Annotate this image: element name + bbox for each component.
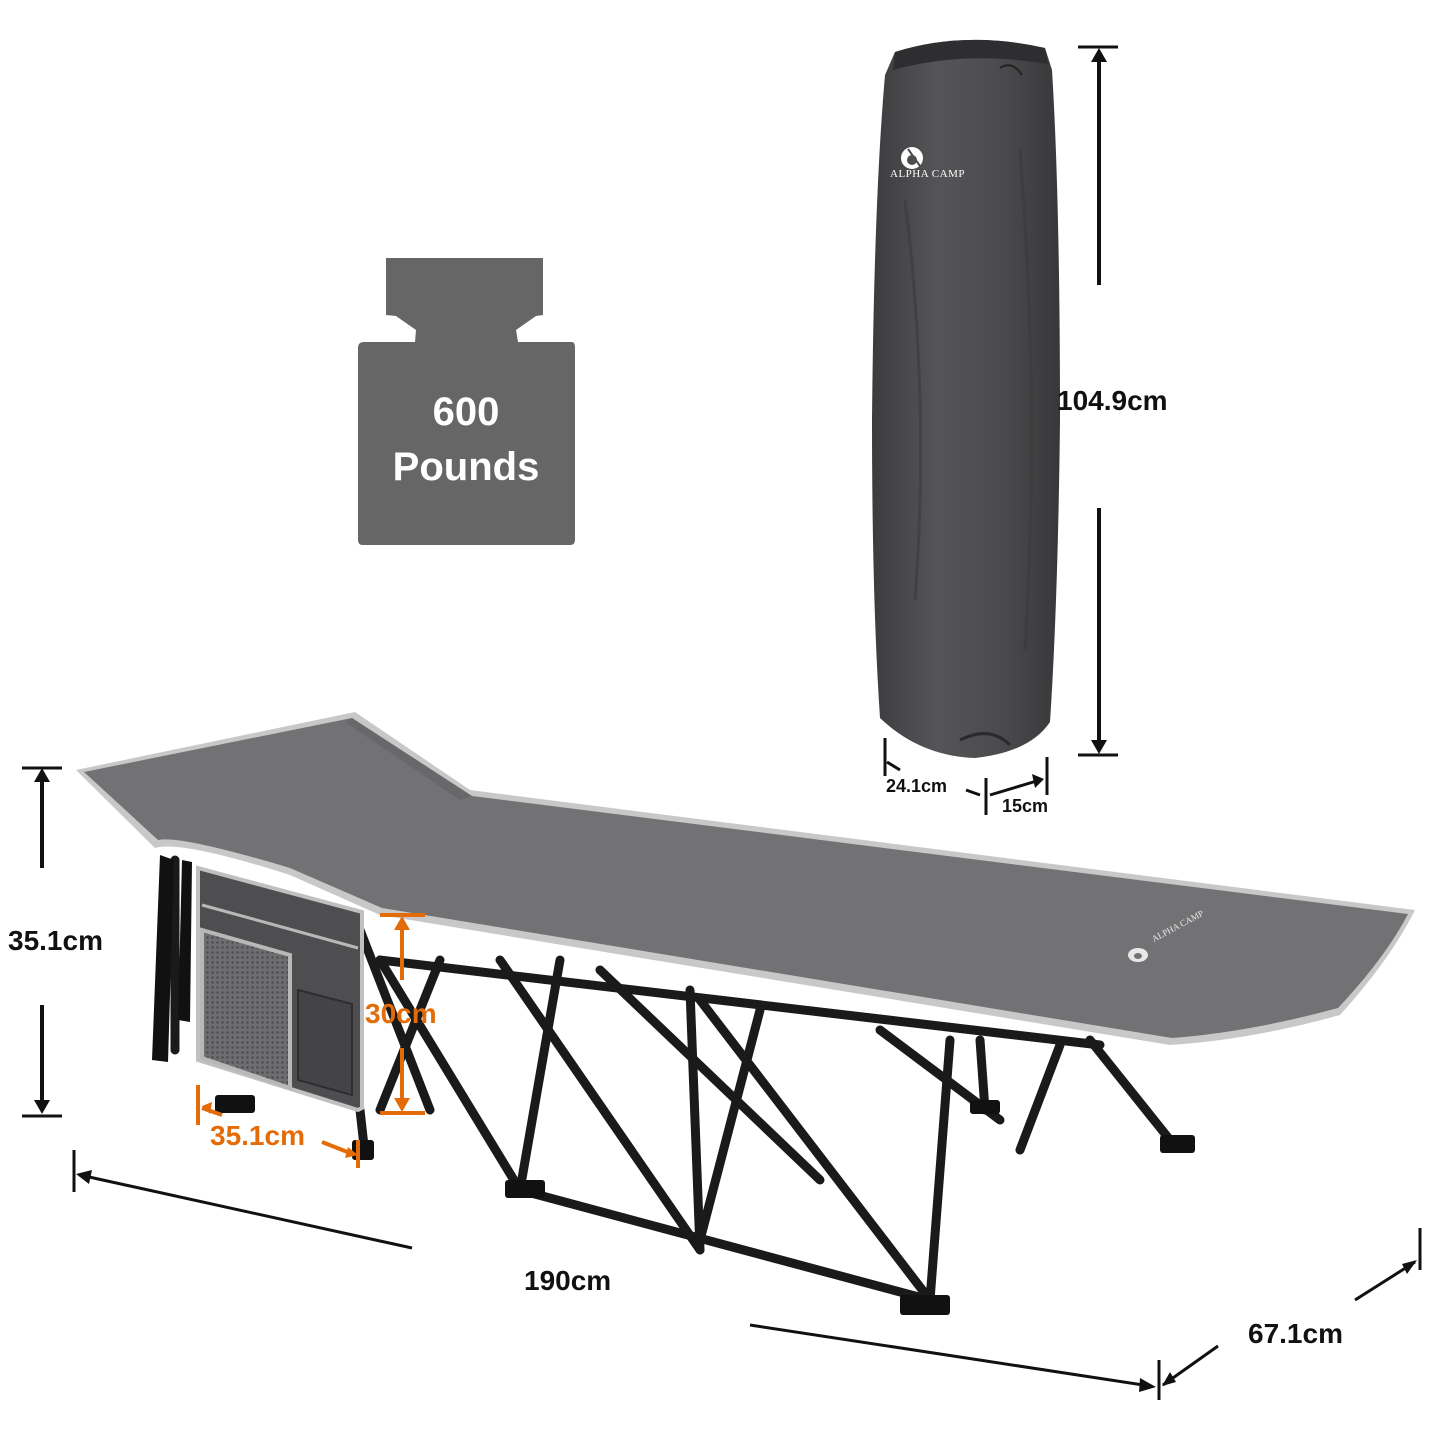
cot-height-dimension: [22, 766, 62, 1118]
bag-depth-label: 15cm: [1002, 796, 1049, 816]
pocket-height-dimension: [380, 913, 425, 1115]
weight-badge-icon: [358, 258, 575, 545]
bag-height-label: 104.9cm: [1057, 385, 1168, 416]
bag-brand-logo-text: ALPHA CAMP: [890, 168, 965, 180]
side-pocket: [152, 855, 364, 1113]
bag-height-dimension: [1078, 45, 1118, 757]
weight-unit: Pounds: [392, 445, 540, 489]
bag-width-label: 24.1cm: [886, 776, 948, 796]
cot-bed: [76, 712, 1415, 1045]
cot-frame: [170, 855, 1175, 1305]
weight-value: 600: [432, 390, 500, 434]
bag-base-dimensions: [883, 738, 1049, 815]
carry-bag-image: [872, 39, 1060, 758]
cot-length-dimension: [72, 1150, 1161, 1400]
pocket-width-label: 35.1cm: [210, 1120, 305, 1151]
cot-width-dimension: [1162, 1228, 1422, 1387]
cot-length-label: 190cm: [524, 1265, 612, 1296]
cot-width-label: 67.1cm: [1248, 1318, 1343, 1349]
cot-height-label: 35.1cm: [8, 925, 103, 956]
pocket-height-label: 30cm: [365, 998, 437, 1029]
pocket-width-dimension: [196, 1085, 360, 1168]
